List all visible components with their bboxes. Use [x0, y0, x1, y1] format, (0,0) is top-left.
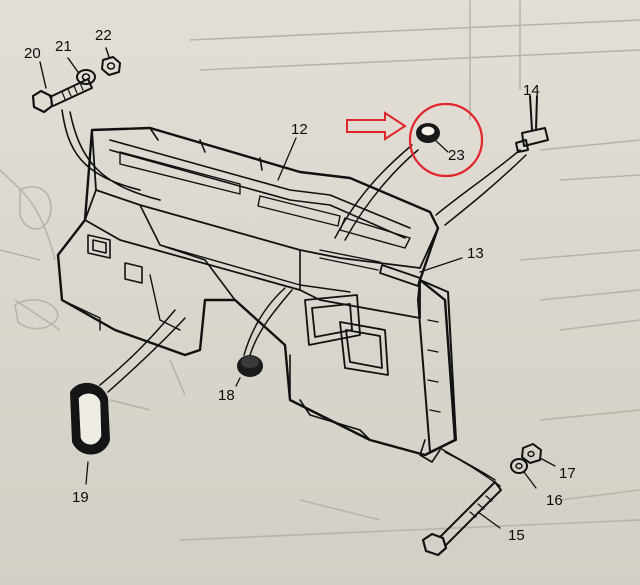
callout-20: 20 [24, 45, 41, 62]
callout-18: 18 [218, 387, 235, 404]
highlight-annotation [346, 102, 484, 178]
callout-17: 17 [559, 465, 576, 482]
callout-22: 22 [95, 27, 112, 44]
callout-13: 13 [467, 245, 484, 262]
part-18-grommet [235, 287, 293, 387]
callout-23: 23 [448, 147, 465, 164]
background-ghost-drawing [0, 0, 640, 541]
callout-16: 16 [546, 492, 563, 509]
part-21-washer [76, 69, 96, 85]
part-15-long-bolt [421, 447, 502, 557]
part-19-oval-grommet [70, 309, 186, 485]
callout-19: 19 [72, 489, 89, 506]
leader-lines-upper-left [39, 47, 161, 201]
part-20-bolt [31, 78, 93, 114]
leader-line-23 [334, 144, 419, 241]
callout-12: 12 [291, 121, 308, 138]
part-14-rivet [515, 95, 549, 153]
red-highlight-circle [408, 102, 484, 178]
part-23-plug [416, 123, 449, 153]
callout-15: 15 [508, 527, 525, 544]
red-arrow-icon [346, 111, 407, 141]
leader-line-13 [419, 257, 463, 273]
part-16-washer [510, 458, 537, 489]
callout-labels: 20 21 22 12 14 23 13 18 19 15 16 17 [24, 27, 576, 544]
part-12-dash-panel [56, 126, 457, 463]
leader-line-12 [277, 137, 297, 181]
part-17-nut [521, 443, 556, 467]
callout-21: 21 [55, 38, 72, 55]
leader-line-14 [435, 149, 527, 226]
part-22-nut [101, 56, 121, 76]
callout-14: 14 [523, 82, 540, 99]
